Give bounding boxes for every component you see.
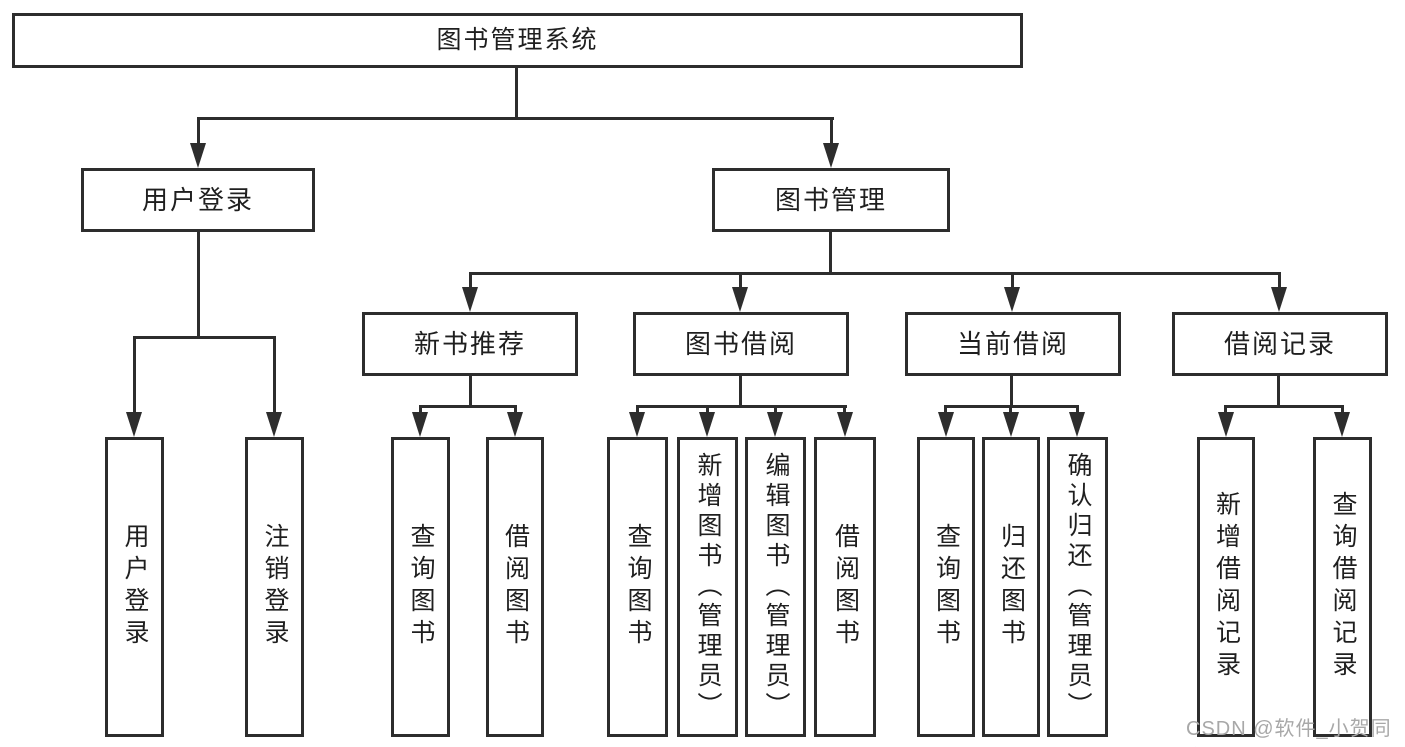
- arrowhead: [837, 412, 853, 437]
- edge-line: [1076, 407, 1079, 415]
- edge-line: [197, 117, 834, 120]
- edge-line: [197, 232, 200, 339]
- edge-line: [469, 274, 472, 289]
- arrowhead: [699, 412, 715, 437]
- leaf-user-login: 用户登录: [105, 437, 164, 737]
- arrowhead: [190, 143, 206, 168]
- leaf-add-books-admin: 新增图书（管理员）: [677, 437, 738, 737]
- node-book-management: 图书管理: [712, 168, 950, 232]
- edge-line: [469, 376, 472, 408]
- leaf-add-borrow-record: 新增借阅记录: [1197, 437, 1255, 737]
- arrowhead: [1271, 287, 1287, 312]
- arrowhead: [1003, 412, 1019, 437]
- leaf-confirm-return-admin: 确认归还（管理员）: [1047, 437, 1108, 737]
- edge-line: [1011, 274, 1014, 289]
- arrowhead: [1004, 287, 1020, 312]
- edge-line: [739, 274, 742, 289]
- arrowhead: [767, 412, 783, 437]
- arrowhead: [629, 412, 645, 437]
- edge-line: [1224, 407, 1227, 415]
- edge-line: [419, 405, 517, 408]
- edge-line: [1277, 376, 1280, 408]
- edge-line: [273, 338, 276, 413]
- edge-line: [1341, 407, 1344, 415]
- edge-line: [1278, 274, 1281, 289]
- node-root-library-system: 图书管理系统: [12, 13, 1023, 68]
- edge-line: [514, 407, 517, 415]
- node-current-borrow: 当前借阅: [905, 312, 1121, 376]
- leaf-query-borrow-record: 查询借阅记录: [1313, 437, 1372, 737]
- edge-line: [1009, 407, 1012, 415]
- arrowhead: [938, 412, 954, 437]
- edge-line: [197, 119, 200, 145]
- arrowhead: [507, 412, 523, 437]
- node-user-login: 用户登录: [81, 168, 315, 232]
- arrowhead: [1218, 412, 1234, 437]
- arrowhead: [126, 412, 142, 437]
- leaf-logout: 注销登录: [245, 437, 304, 737]
- edge-line: [829, 232, 832, 274]
- leaf-return-books: 归还图书: [982, 437, 1040, 737]
- edge-line: [830, 119, 833, 145]
- edge-line: [419, 407, 422, 415]
- leaf-query-books-1: 查询图书: [391, 437, 450, 737]
- node-book-borrow: 图书借阅: [633, 312, 849, 376]
- edge-line: [133, 338, 136, 413]
- node-borrow-records: 借阅记录: [1172, 312, 1388, 376]
- edge-line: [133, 336, 276, 339]
- edge-line: [739, 376, 742, 408]
- arrowhead: [1069, 412, 1085, 437]
- edge-line: [774, 407, 777, 415]
- edge-line: [944, 405, 1079, 408]
- leaf-borrow-books-1: 借阅图书: [486, 437, 544, 737]
- csdn-watermark: CSDN @软件_小贺同学: [1186, 718, 1392, 740]
- leaf-edit-books-admin: 编辑图书（管理员）: [745, 437, 806, 737]
- edge-line: [706, 407, 709, 415]
- edge-line: [636, 407, 639, 415]
- edge-line: [1224, 405, 1344, 408]
- edge-line: [944, 407, 947, 415]
- arrowhead: [266, 412, 282, 437]
- arrowhead: [1334, 412, 1350, 437]
- edge-line: [469, 272, 1281, 275]
- arrowhead: [732, 287, 748, 312]
- leaf-query-books-2: 查询图书: [607, 437, 668, 737]
- arrowhead: [462, 287, 478, 312]
- node-new-book-recommend: 新书推荐: [362, 312, 578, 376]
- edge-line: [1010, 376, 1013, 408]
- leaf-borrow-books-2: 借阅图书: [814, 437, 876, 737]
- edge-line: [636, 405, 847, 408]
- arrowhead: [412, 412, 428, 437]
- arrowhead: [823, 143, 839, 168]
- leaf-query-books-3: 查询图书: [917, 437, 975, 737]
- edge-line: [843, 407, 846, 415]
- edge-line: [515, 68, 518, 120]
